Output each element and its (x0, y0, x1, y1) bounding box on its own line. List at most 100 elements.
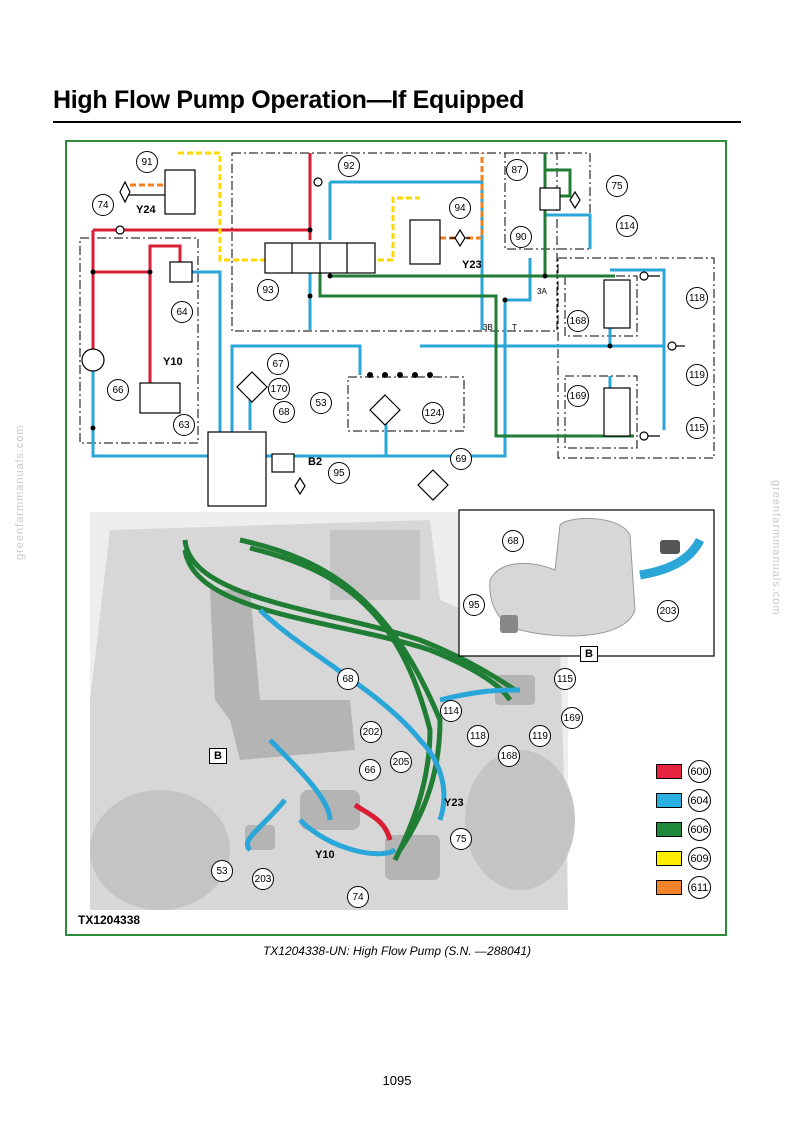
hose-runs (182, 537, 521, 862)
inset-callout: 203 (657, 600, 679, 622)
legend-item: 611 (656, 876, 711, 899)
legend-item: 600 (656, 760, 711, 783)
legend-item: 609 (656, 847, 711, 870)
legend-code-600: 600 (688, 760, 711, 783)
port-119 (667, 341, 677, 351)
photo-callout: 53 (211, 860, 233, 882)
legend-swatch-609 (656, 851, 682, 866)
schematic-callout: 69 (450, 448, 472, 470)
figure-code: TX1204338 (78, 913, 141, 927)
photo-callout: 75 (450, 828, 472, 850)
port-74 (115, 225, 125, 235)
schematic-callout: 115 (686, 417, 708, 439)
legend-swatch-611 (656, 880, 682, 895)
solenoid-valve-y10 (139, 382, 181, 414)
filter-boundary (347, 376, 465, 432)
schematic-callout: 95 (328, 462, 350, 484)
photo-label-y10: Y10 (315, 849, 335, 861)
check-diamond-95 (294, 476, 306, 496)
legend-swatch-604 (656, 793, 682, 808)
coupler-valve-upper (603, 279, 631, 329)
figure-caption: TX1204338-UN: High Flow Pump (S.N. —2880… (262, 944, 532, 958)
schematic-callout: 118 (686, 287, 708, 309)
coupler-box-lower (564, 375, 638, 449)
schematic-callout: 63 (173, 414, 195, 436)
schematic-callout: 114 (616, 215, 638, 237)
legend-item: 604 (656, 789, 711, 812)
page-title: High Flow Pump Operation—If Equipped (53, 86, 525, 114)
pilot-lines (125, 194, 685, 437)
port-labels: 3A 3B T (483, 287, 547, 332)
inset-callout: 95 (463, 594, 485, 616)
port-92 (313, 177, 323, 187)
coupler-valve-lower (603, 387, 631, 437)
figure-frame (65, 140, 727, 936)
schematic-callout: 68 (273, 401, 295, 423)
schematic-callout: 94 (449, 197, 471, 219)
pump-symbol (81, 348, 105, 372)
inset-sensor (500, 615, 518, 633)
label-port-t: T (512, 323, 517, 332)
photo-view-marker-b: B (209, 748, 227, 764)
schematic-callout: 169 (567, 385, 589, 407)
schematic-callout: 75 (606, 175, 628, 197)
legend-code-606: 606 (688, 818, 711, 841)
label-y10: Y10 (163, 356, 183, 368)
sensor-b2 (271, 453, 295, 473)
schematic-boundaries (79, 152, 715, 459)
photo-callout: 169 (561, 707, 583, 729)
photo-callout: 203 (252, 868, 274, 890)
label-port-3a: 3A (537, 287, 547, 296)
photo-callout: 118 (467, 725, 489, 747)
photo-callout: 119 (529, 725, 551, 747)
photo-label-y23: Y23 (444, 797, 464, 809)
schematic-callout: 119 (686, 364, 708, 386)
valve-block-boundary (231, 152, 558, 332)
check-diamond-87 (569, 190, 581, 210)
solenoid-valve-y23 (409, 219, 441, 265)
label-port-3b: 3B (483, 323, 493, 332)
reservoir-68 (207, 431, 267, 507)
photo-callout: 205 (390, 751, 412, 773)
check-diamond-94 (454, 228, 466, 248)
solenoid-valve-y24 (164, 169, 196, 215)
machine-shadows (90, 530, 575, 910)
port-118 (639, 271, 649, 281)
schematic-callout: 53 (310, 392, 332, 414)
photo-callout: 202 (360, 721, 382, 743)
quick-coupler-boundary (557, 257, 715, 459)
inset-clamp (660, 540, 680, 554)
relief-valve-64 (169, 261, 193, 283)
valve-symbols (81, 169, 677, 507)
legend-swatch-600 (656, 764, 682, 779)
schematic-callout: 87 (506, 159, 528, 181)
schematic-callout: 124 (422, 402, 444, 424)
schematic-callout: 93 (257, 279, 279, 301)
title-rule (53, 121, 741, 123)
photo-callout: 74 (347, 886, 369, 908)
photo-callout: 68 (337, 668, 359, 690)
label-y23: Y23 (462, 259, 482, 271)
photo-callout: 114 (440, 700, 462, 722)
legend-code-609: 609 (688, 847, 711, 870)
schematic-callout: 90 (510, 226, 532, 248)
legend-item: 606 (656, 818, 711, 841)
inset-callout: 68 (502, 530, 524, 552)
photo-callout: 115 (554, 668, 576, 690)
yellow-lines (178, 151, 420, 262)
schematic-callout: 168 (567, 310, 589, 332)
inset-hose (639, 537, 705, 580)
schematic-callout: 170 (268, 378, 290, 400)
page-number: 1095 (382, 1073, 412, 1088)
schematic-callout: 74 (92, 194, 114, 216)
check-diamond-left (119, 180, 131, 204)
label-y24: Y24 (136, 204, 156, 216)
relief-valve-87 (539, 187, 561, 211)
legend-code-611: 611 (688, 876, 711, 899)
photo-callout: 168 (498, 745, 520, 767)
